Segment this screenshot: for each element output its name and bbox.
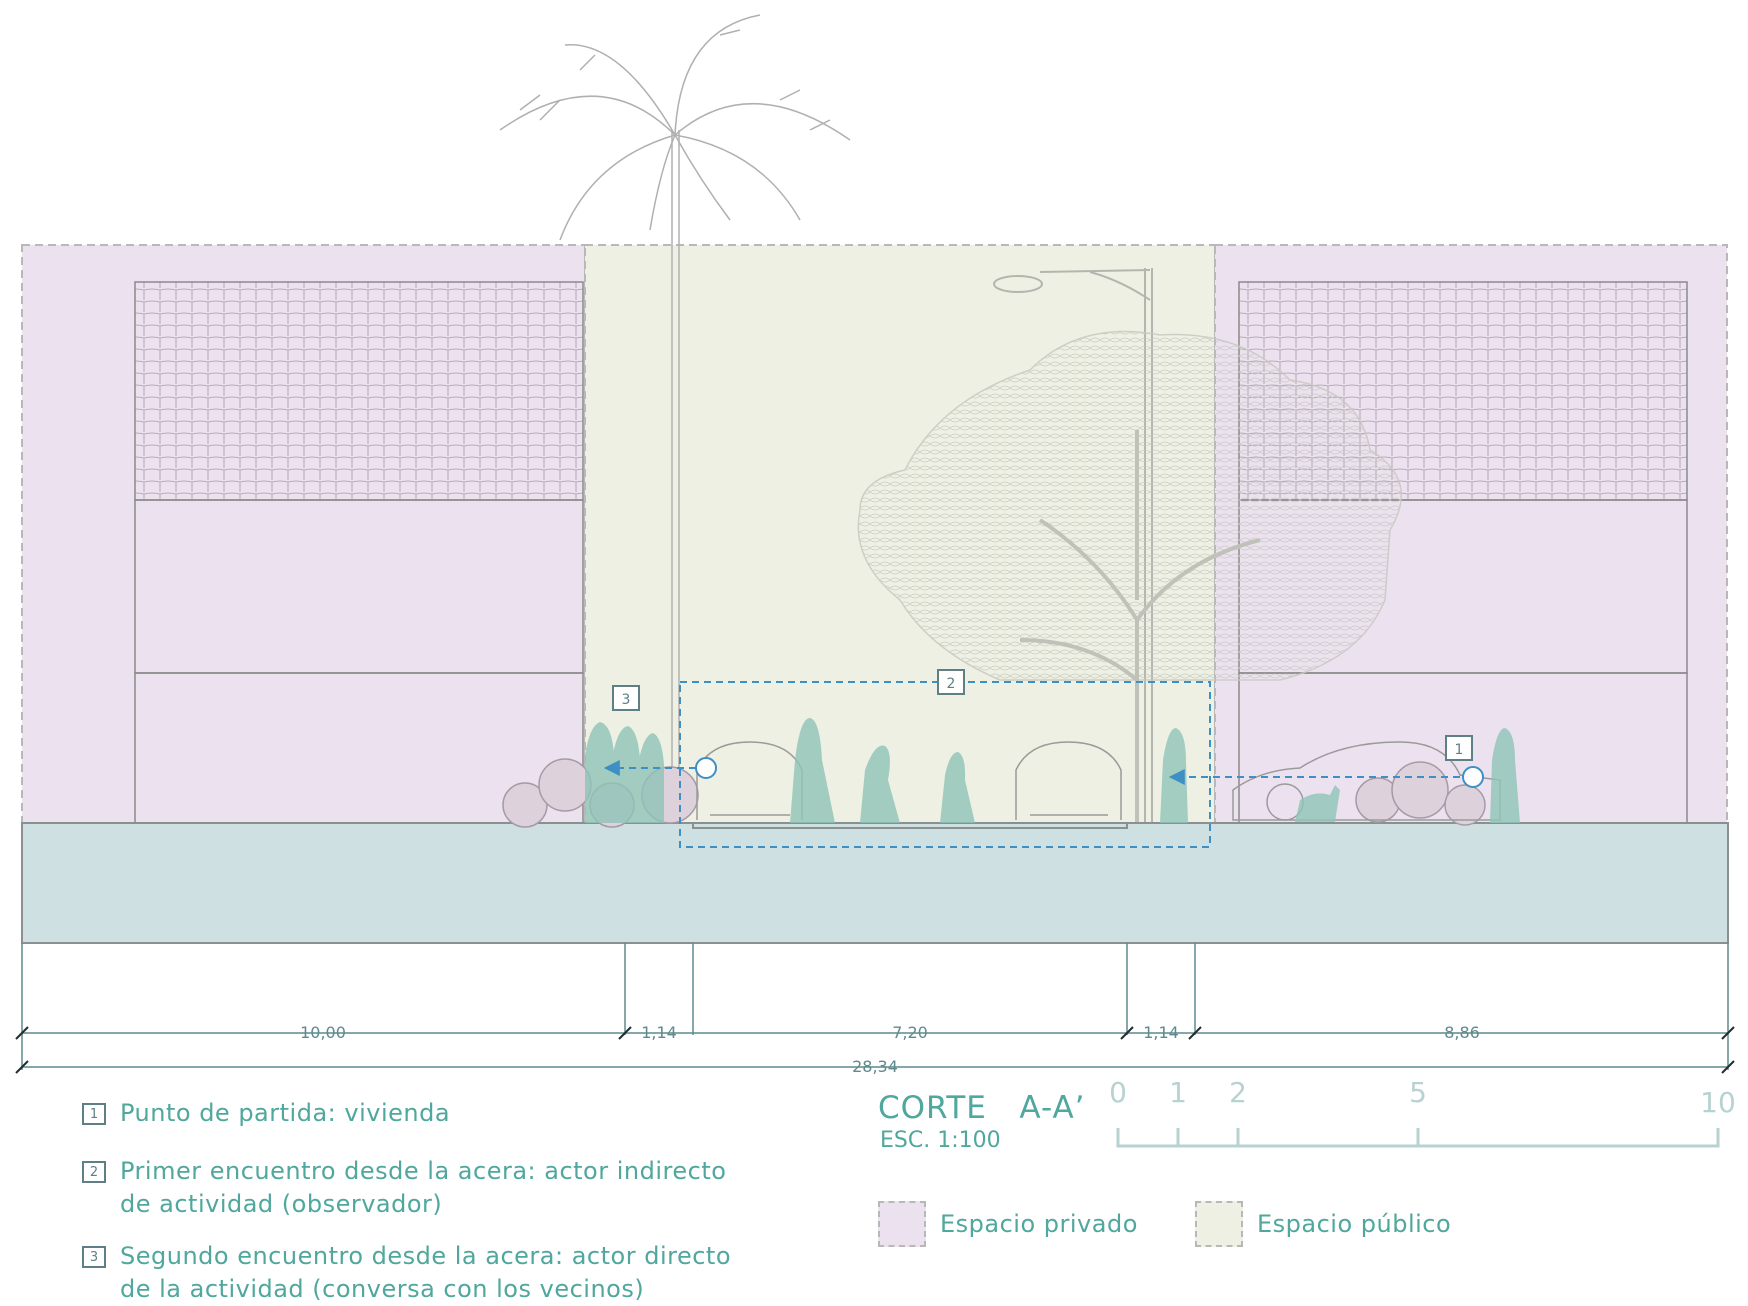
legend-number: 1 (82, 1103, 106, 1125)
public-label: Espacio público (1257, 1210, 1452, 1238)
section-title: CORTE A-A’ (878, 1090, 1086, 1126)
start-point-3 (695, 757, 717, 779)
dim-1-14-a: 1,14 (641, 1023, 677, 1042)
car-center (1015, 741, 1122, 820)
zone-legend-private: Espacio privado (878, 1201, 1138, 1247)
public-swatch (1195, 1201, 1243, 1247)
marker-2: 2 (937, 669, 965, 695)
building-left (134, 281, 584, 824)
road-surface (692, 823, 1128, 829)
ground-slab (21, 822, 1729, 944)
dim-7-20: 7,20 (892, 1023, 928, 1042)
svg-text:2: 2 (947, 676, 956, 692)
legend-item-3: 3 Segundo encuentro desde la acera: acto… (82, 1240, 731, 1306)
private-label: Espacio privado (940, 1210, 1138, 1238)
legend-text: Segundo encuentro desde la acera: actor … (120, 1242, 732, 1303)
scale-tick-2: 2 (1229, 1076, 1247, 1109)
scale-tick-1: 1 (1169, 1076, 1187, 1109)
dimension-labels: 10,00 1,14 7,20 1,14 8,86 28,34 (300, 1023, 1480, 1076)
legend-number: 2 (82, 1161, 106, 1183)
legend-number: 3 (82, 1246, 106, 1268)
zone-legend-public: Espacio público (1195, 1201, 1451, 1247)
marker-3: 3 (612, 685, 640, 711)
private-swatch (878, 1201, 926, 1247)
people (585, 718, 1520, 823)
scale-bar: 0 1 2 5 10 (1109, 1076, 1736, 1148)
marker-1: 1 (1445, 735, 1473, 761)
legend-text: Punto de partida: vivienda (120, 1099, 451, 1127)
legend-text: Primer encuentro desde la acera: actor i… (120, 1157, 727, 1218)
svg-text:3: 3 (622, 692, 631, 708)
dimension-lines (15, 943, 1735, 1074)
dim-8-86: 8,86 (1444, 1023, 1480, 1042)
start-point-1 (1462, 766, 1484, 788)
legend-item-2: 2 Primer encuentro desde la acera: actor… (82, 1155, 726, 1221)
palm-tree (499, 14, 851, 823)
dim-total: 28,34 (852, 1057, 898, 1076)
scale-tick-10: 10 (1700, 1086, 1736, 1119)
section-scale: ESC. 1:100 (880, 1128, 1001, 1153)
scale-tick-5: 5 (1409, 1076, 1427, 1109)
dim-10: 10,00 (300, 1023, 346, 1042)
tree (857, 330, 1402, 823)
scale-tick-0: 0 (1109, 1076, 1127, 1109)
svg-text:1: 1 (1455, 742, 1464, 758)
legend-item-1: 1 Punto de partida: vivienda (82, 1097, 450, 1130)
dim-1-14-b: 1,14 (1143, 1023, 1179, 1042)
